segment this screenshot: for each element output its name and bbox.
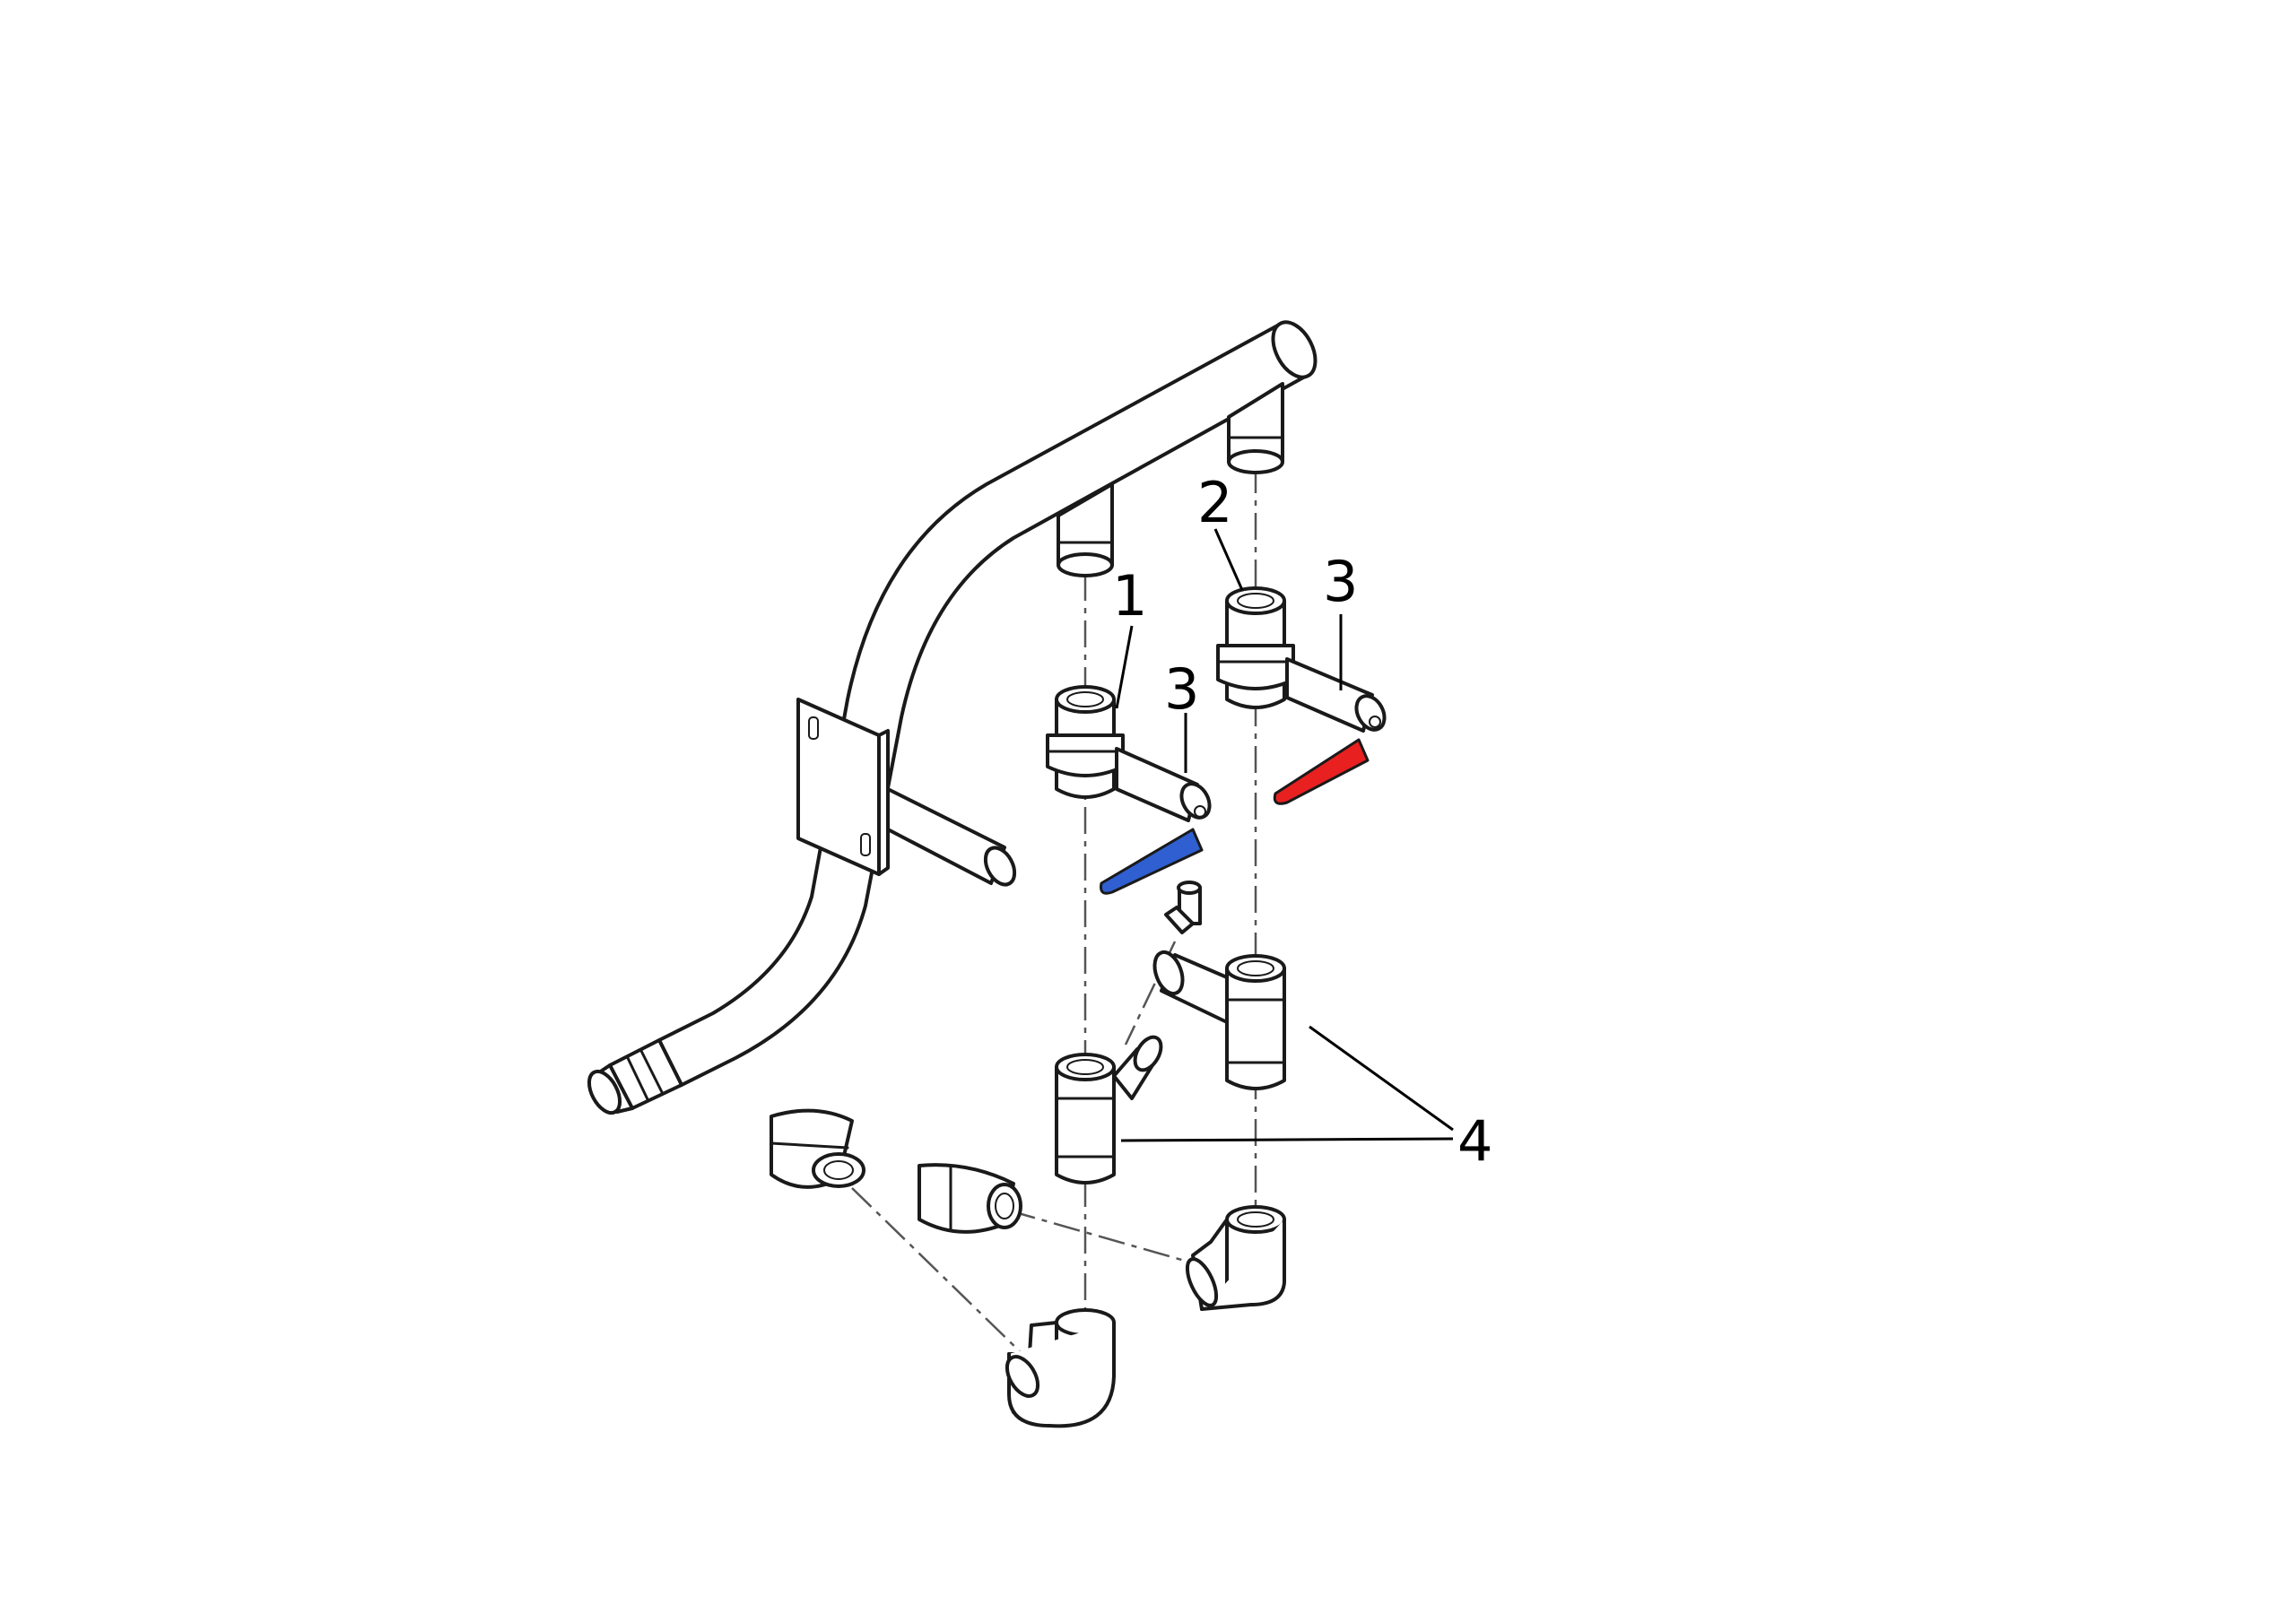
red-valve-lever xyxy=(1273,738,1370,805)
tee-fitting-left xyxy=(1055,1035,1163,1184)
tee-fitting-right xyxy=(1152,950,1286,1090)
assembly-centerlines xyxy=(851,466,1257,1355)
callout-4: 4 xyxy=(1457,1108,1492,1174)
blue-valve-lever xyxy=(1100,828,1204,895)
elbow-bottom-right xyxy=(1185,1205,1286,1311)
union-left xyxy=(770,1108,865,1189)
callout-3-red-valve: 3 xyxy=(1323,549,1358,614)
callout-3-blue-valve: 3 xyxy=(1164,656,1199,722)
callout-2: 2 xyxy=(1197,470,1232,535)
union-right xyxy=(918,1163,1022,1234)
small-connector-fitting xyxy=(1164,881,1202,934)
callout-leaders xyxy=(1115,528,1454,1142)
manifold-pipe xyxy=(587,320,1318,1115)
ball-valve-hot xyxy=(1216,586,1387,805)
elbow-bottom-left xyxy=(1004,1308,1116,1428)
callout-1: 1 xyxy=(1112,563,1147,629)
ball-valve-cold xyxy=(1046,685,1212,895)
callout-labels: 1 2 3 3 4 xyxy=(1112,470,1492,1174)
